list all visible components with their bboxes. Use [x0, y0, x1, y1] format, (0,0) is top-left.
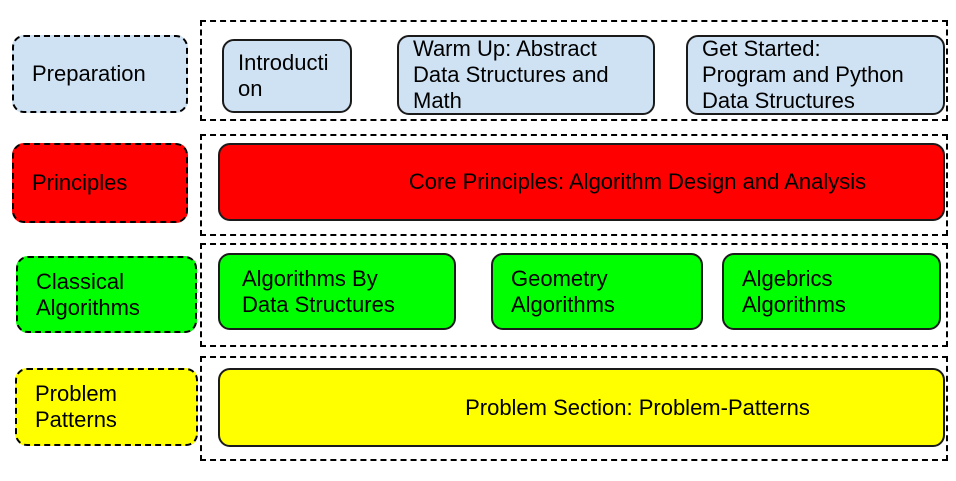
- problem-patterns-label-box: Problem Patterns: [15, 368, 198, 446]
- warm-up-box: Warm Up: Abstract Data Structures and Ma…: [397, 35, 655, 115]
- algebrics-algorithms-box: Algebrics Algorithms: [722, 253, 941, 330]
- classical-algorithms-group-outline: [200, 243, 948, 347]
- introduction-box: Introducti on: [222, 39, 352, 113]
- geometry-algorithms-box: Geometry Algorithms: [491, 253, 703, 330]
- core-principles-box: Core Principles: Algorithm Design and An…: [218, 143, 945, 221]
- algorithms-by-data-structures-box: Algorithms By Data Structures: [218, 253, 456, 330]
- problem-section-box: Problem Section: Problem-Patterns: [218, 368, 945, 447]
- preparation-label-box: Preparation: [12, 35, 188, 113]
- get-started-box: Get Started: Program and Python Data Str…: [686, 35, 945, 115]
- problem-patterns-group-outline: [200, 356, 948, 461]
- principles-group-outline: [200, 134, 948, 236]
- preparation-group-outline: [200, 20, 948, 121]
- classical-algorithms-label-box: Classical Algorithms: [16, 256, 197, 333]
- principles-label-box: Principles: [12, 143, 188, 223]
